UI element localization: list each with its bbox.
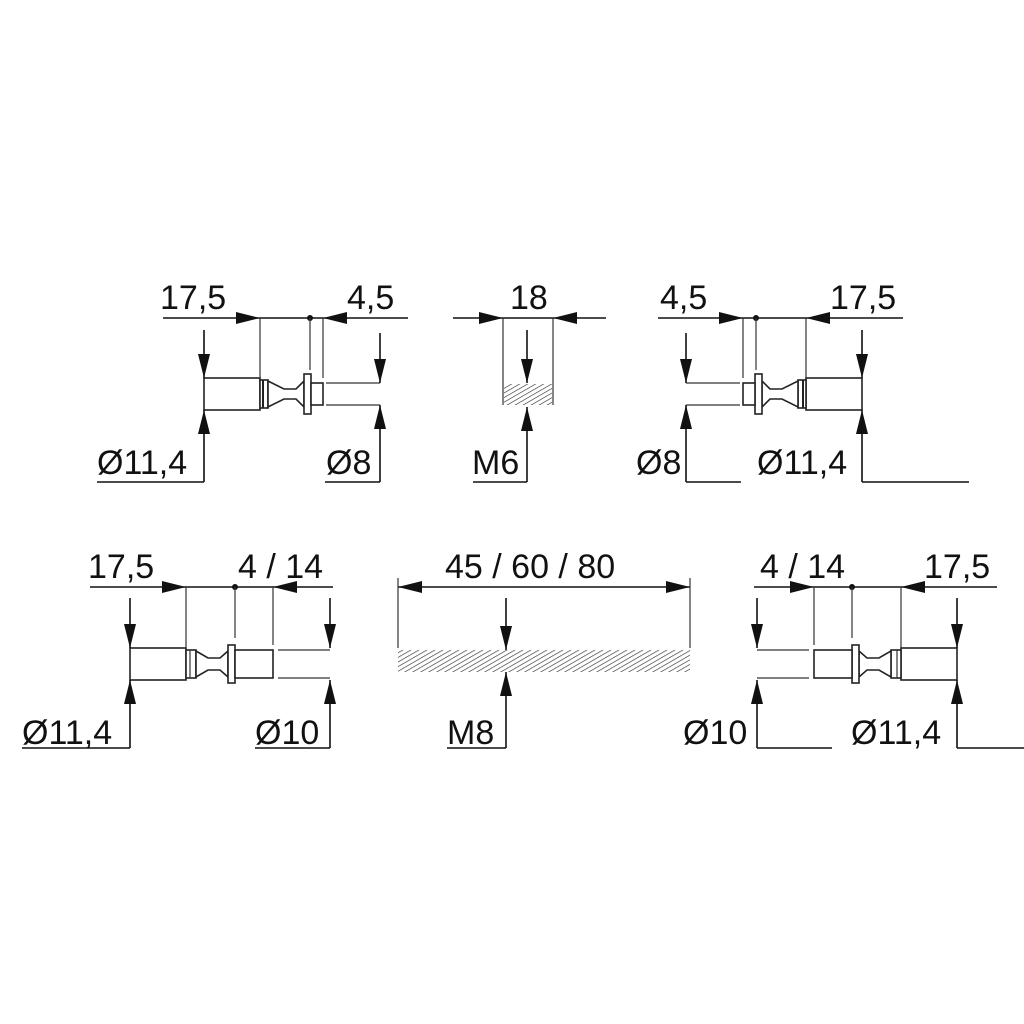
connector-bottom-left: 17,5 4 / 14 Ø11,4 Ø10: [21, 548, 337, 752]
dim-length: 17,5: [88, 548, 154, 586]
connector-top-left: 17,5 4,5 Ø11,4 Ø8: [96, 279, 409, 483]
dim-thread: M8: [447, 714, 494, 752]
connector-top-right: 4,5 17,5 Ø8 Ø11,4: [636, 279, 970, 483]
dim-diameter-left: Ø10: [683, 714, 747, 752]
dim-offset: 4,5: [660, 279, 707, 317]
dim-diameter-right: Ø10: [255, 714, 319, 752]
dim-length: 17,5: [830, 279, 896, 317]
dim-diameter-right: Ø8: [326, 444, 371, 482]
dim-length: 17,5: [160, 279, 226, 317]
dim-offset: 4 / 14: [238, 548, 323, 586]
dim-length: 18: [510, 279, 548, 317]
dim-diameter-left: Ø11,4: [97, 444, 187, 482]
dim-length: 17,5: [924, 548, 990, 586]
dim-offset: 4 / 14: [760, 548, 845, 586]
connector-bottom-right: 4 / 14 17,5 Ø10 Ø11,4: [683, 548, 1024, 752]
dim-offset: 4,5: [347, 279, 394, 317]
dim-diameter-left: Ø8: [636, 444, 681, 482]
dim-diameter-right: Ø11,4: [851, 714, 941, 752]
dim-diameter-left: Ø11,4: [22, 714, 112, 752]
threaded-stud-m6: 18 M6: [453, 279, 606, 483]
threaded-rod-m8: 45 / 60 / 80 M8: [397, 548, 691, 752]
dim-diameter-right: Ø11,4: [757, 444, 847, 482]
dim-length: 45 / 60 / 80: [445, 548, 615, 586]
dim-thread: M6: [472, 444, 519, 482]
